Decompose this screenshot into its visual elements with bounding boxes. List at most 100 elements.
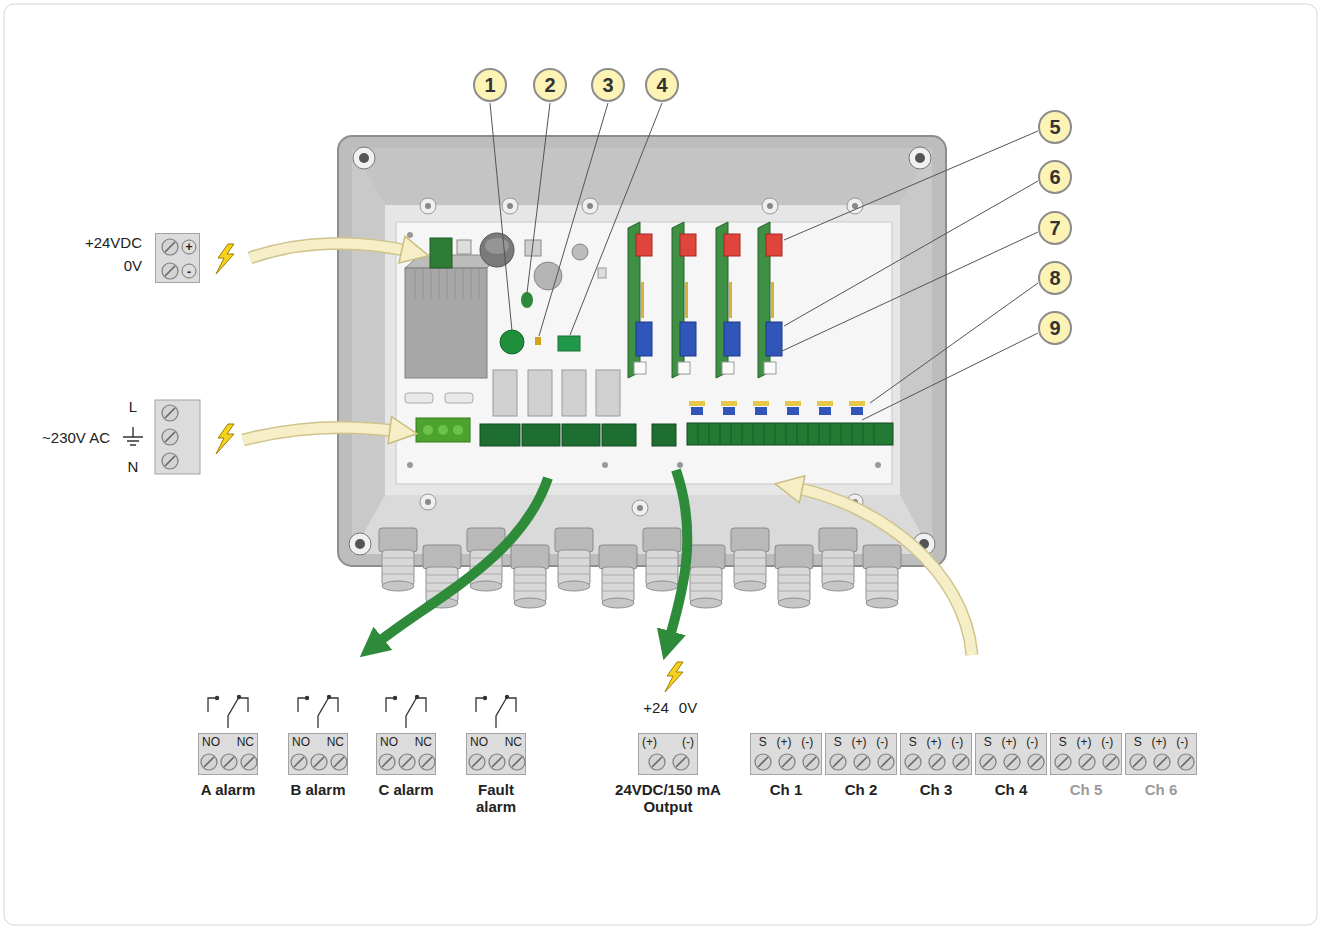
leader-lines-part — [539, 103, 608, 336]
terminal-block: S(+)(-) — [1125, 733, 1197, 775]
terminal-screw — [1130, 754, 1146, 770]
circuit-board-part — [787, 407, 799, 415]
dc-power-terminal: +- — [155, 233, 200, 283]
terminal-screw — [331, 754, 347, 770]
pin-name: S — [1134, 735, 1142, 749]
terminal-caption: Ch 1 — [750, 781, 822, 798]
pin-name: NO — [202, 735, 220, 749]
enclosure-part — [420, 494, 436, 510]
enclosure-part — [355, 539, 365, 549]
circuit-board-part — [723, 407, 735, 415]
cable-glands-part — [863, 545, 901, 608]
polarity-sign: - — [187, 265, 191, 279]
terminal-screw — [649, 754, 665, 770]
pin-name: S — [834, 735, 842, 749]
power-terminals-part — [162, 429, 178, 445]
pin-name: NC — [505, 735, 522, 749]
terminal-block: NONC — [198, 733, 258, 775]
wiring-arrows-part — [796, 488, 972, 655]
terminal-block: NO NC — [288, 733, 348, 775]
output-terminal: (+) (-) 24VDC/150 mA Output — [598, 733, 738, 816]
pin-name: NO — [292, 735, 310, 749]
circuit-board-part — [405, 393, 433, 403]
terminal-block: S(+)(-) — [1050, 733, 1122, 775]
pin-row: NONC — [467, 734, 525, 749]
pin-name: (-) — [682, 735, 694, 749]
terminal-label: L — [129, 398, 137, 415]
enclosure-part — [502, 198, 518, 214]
pin-row: S(+)(-) — [826, 734, 896, 749]
circuit-board-part — [457, 240, 471, 254]
pin-name: (+) — [642, 735, 657, 749]
wiring-arrows-part — [243, 427, 396, 440]
leader-lines-part — [784, 181, 1038, 326]
terminal-screw — [379, 754, 395, 770]
terminal-caption: 24VDC/150 mA Output — [598, 781, 738, 816]
terminal-label: +24 — [643, 699, 668, 716]
circuit-board-part — [396, 222, 892, 484]
terminal-screw — [673, 754, 689, 770]
circuit-board-part — [493, 370, 517, 416]
channel-terminal: S(+)(-)Ch 3 — [900, 733, 972, 798]
pin-name: NC — [327, 735, 344, 749]
terminal-screw — [755, 754, 771, 770]
callout-number: 8 — [1049, 268, 1060, 288]
relay-terminal: NONCC alarm — [376, 733, 436, 798]
terminal-label: +24VDC — [85, 234, 142, 251]
terminal-caption: Ch 5 — [1050, 781, 1122, 798]
terminal-screw — [905, 754, 921, 770]
circuit-board-part — [534, 262, 562, 290]
pin-name: S — [984, 735, 992, 749]
leader-lines-part — [870, 283, 1038, 403]
pin-row: S(+)(-) — [976, 734, 1046, 749]
circuit-board-part — [753, 401, 769, 406]
enclosure-part — [359, 153, 369, 163]
terminal-block: (+) (-) — [638, 733, 698, 775]
circuit-board-part — [521, 292, 533, 308]
terminal-screw — [419, 754, 435, 770]
circuit-board-part — [716, 222, 740, 378]
leader-lines-part — [784, 131, 1038, 240]
relay-terminal: NONCA alarm — [198, 733, 258, 798]
circuit-board-part — [652, 424, 676, 446]
circuit-board-part — [562, 370, 586, 416]
circuit-board-part — [415, 268, 479, 300]
power-terminals-part — [162, 405, 178, 421]
cable-glands-part — [819, 528, 857, 591]
relay-symbols-part — [476, 695, 516, 728]
terminal-caption: Ch 4 — [975, 781, 1047, 798]
enclosure-part — [762, 198, 778, 214]
page-frame — [4, 4, 1317, 925]
pin-row: (+) (-) — [639, 734, 697, 749]
terminal-screw — [162, 239, 178, 255]
circuit-board-part — [535, 337, 541, 345]
circuit-board-part — [628, 222, 652, 378]
callout-number: 3 — [591, 68, 625, 102]
circuit-board-part — [598, 268, 606, 278]
enclosure-part — [425, 203, 431, 209]
pin-name: NO — [380, 735, 398, 749]
pin-row: S(+)(-) — [901, 734, 971, 749]
terminal-screw — [399, 754, 415, 770]
cable-glands-part — [599, 545, 637, 608]
pin-name: S — [1059, 735, 1067, 749]
pin-row: S(+)(-) — [1126, 734, 1196, 749]
circuit-board-part — [500, 330, 524, 354]
circuit-board-part — [819, 407, 831, 415]
terminal-screw — [1154, 754, 1170, 770]
circuit-board-part — [875, 462, 881, 468]
terminal-screw — [311, 754, 327, 770]
polarity-sign: + — [185, 240, 192, 254]
cable-glands-part — [555, 528, 593, 591]
terminal-label: 0V — [124, 257, 142, 274]
enclosure-part — [352, 148, 932, 554]
callout-number: 2 — [544, 75, 555, 95]
cable-glands-part — [643, 528, 681, 591]
circuit-board-part — [758, 222, 782, 378]
enclosure-part — [352, 148, 385, 554]
circuit-board-part — [785, 401, 801, 406]
terminal-screw — [489, 754, 505, 770]
channel-terminal: S(+)(-) Ch 4 — [975, 733, 1047, 798]
circuit-board-part — [407, 232, 413, 238]
wiring-arrows-part — [250, 243, 408, 258]
